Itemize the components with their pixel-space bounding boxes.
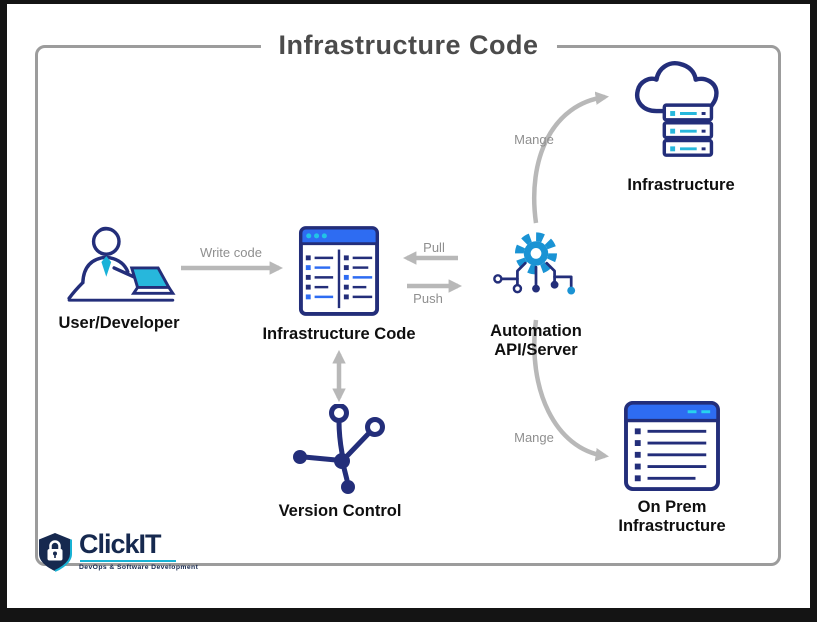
automation-api-label-line1: Automation [490, 322, 582, 340]
manage-bottom-label: Mange [514, 430, 554, 445]
manage-top-label: Mange [514, 132, 554, 147]
on-prem-label-line2: Infrastructure [618, 516, 726, 535]
clickit-logo: ClickIT DevOps & Software Development [37, 531, 198, 573]
automation-api-label-line2: API/Server [494, 340, 578, 359]
version-control-label: Version Control [278, 502, 402, 520]
infrastructure-code-label: Infrastructure Code [262, 325, 416, 343]
logo-tagline: DevOps & Software Development [79, 564, 199, 571]
automation-api-icon [493, 232, 576, 295]
node-on-prem: On Prem Infrastructure [592, 400, 752, 536]
node-infrastructure: Infrastructure [601, 56, 761, 195]
logo-brand: ClickIT [79, 529, 162, 559]
on-prem-infrastructure-icon [624, 400, 720, 492]
shield-lock-icon [39, 533, 72, 572]
logo-text: ClickIT DevOps & Software Development [79, 529, 199, 572]
push-label: Push [413, 291, 443, 306]
user-developer-label: User/Developer [58, 314, 180, 332]
cloud-infrastructure-icon [634, 61, 719, 157]
logo-rule [80, 560, 176, 562]
user-developer-icon [67, 226, 176, 302]
infrastructure-label: Infrastructure [627, 176, 735, 194]
node-version-control: Version Control [260, 404, 420, 521]
on-prem-label-line1: On Prem [637, 498, 707, 516]
version-control-icon [293, 404, 385, 494]
node-automation: Automation API/Server [466, 228, 606, 360]
node-user-developer: User/Developer [39, 220, 199, 333]
pull-label: Pull [423, 240, 445, 255]
diagram-title: Infrastructure Code [260, 30, 557, 61]
infrastructure-code-icon [298, 226, 380, 316]
write-code-label: Write code [200, 245, 262, 260]
node-infrastructure-code: Infrastructure Code [254, 225, 424, 344]
